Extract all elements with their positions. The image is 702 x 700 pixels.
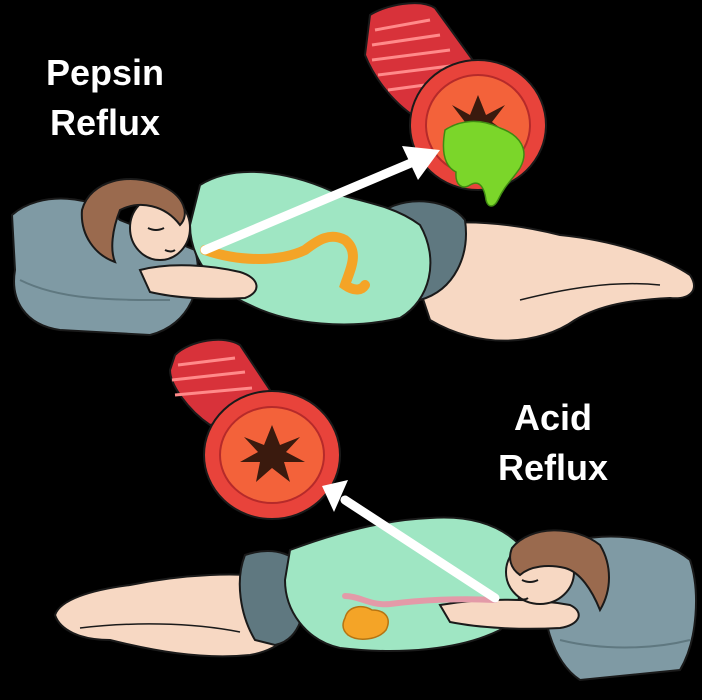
bottom-legs: [53, 573, 302, 658]
pepsin-reflux-line2: Reflux: [49, 102, 161, 143]
top-arrow: [200, 146, 440, 255]
pepsin-reflux-line1: Pepsin: [45, 52, 165, 93]
bottom-esophagus-tube: [168, 338, 341, 520]
bottom-sleeping-person: [53, 516, 697, 682]
bottom-arrow: [322, 480, 500, 603]
top-arm: [138, 264, 258, 300]
bottom-stomach: [342, 605, 389, 640]
pepsin-ooze: [442, 120, 525, 207]
acid-reflux-caption: Acid Reflux: [478, 393, 628, 493]
top-hair: [80, 178, 186, 264]
bottom-hair: [509, 529, 610, 613]
bottom-arm: [438, 598, 580, 630]
bottom-esophagus-line: [342, 593, 498, 608]
top-legs: [398, 221, 695, 342]
top-sleeping-person: [10, 170, 695, 342]
acid-reflux-line1: Acid: [513, 397, 592, 438]
pepsin-reflux-caption: Pepsin Reflux: [30, 48, 180, 148]
acid-reflux-line2: Reflux: [497, 447, 609, 488]
top-stomach: [200, 231, 370, 295]
bottom-esophagus-lumen: [240, 425, 305, 482]
top-esophagus-tube: [363, 2, 547, 207]
